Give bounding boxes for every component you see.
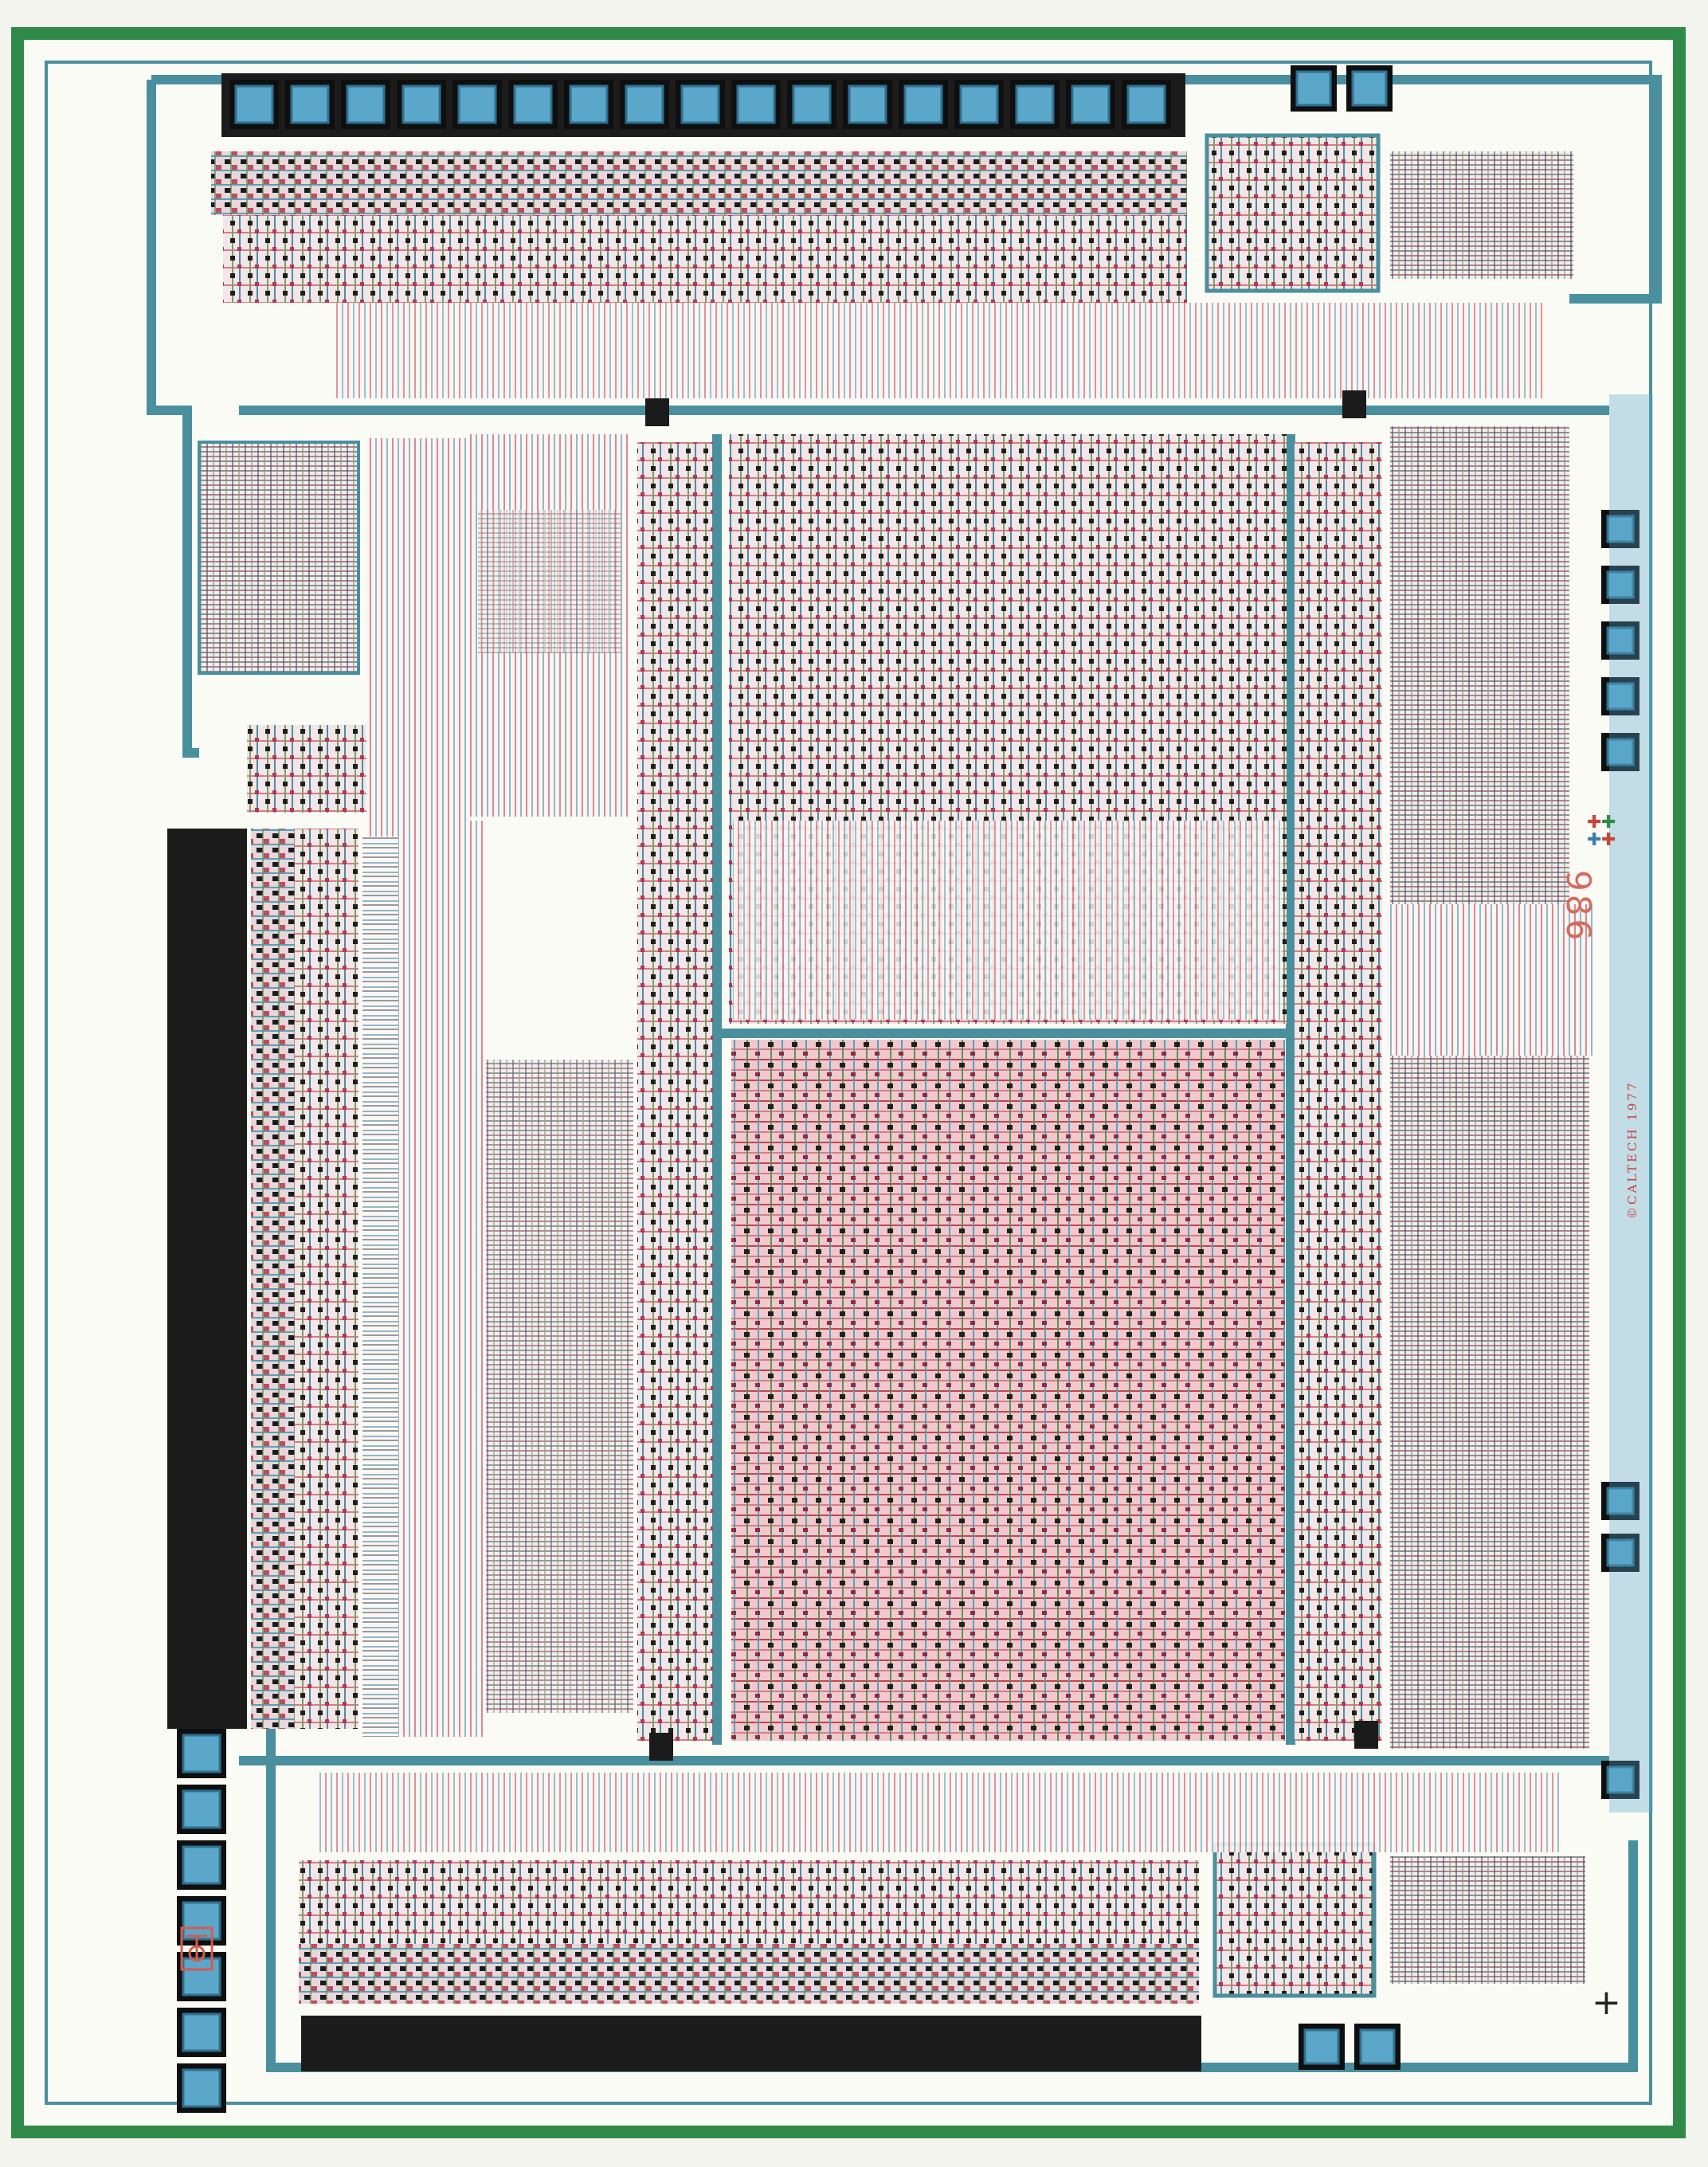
bond-pad-metal	[959, 84, 999, 124]
right-core-column	[1295, 442, 1382, 1741]
copyright-label: ©CALTECH 1977	[1625, 1080, 1639, 1219]
corner-block-tr	[1342, 390, 1366, 418]
bond-pad-metal	[182, 1901, 221, 1941]
bond-pad-metal	[903, 84, 943, 124]
bottom-driver-row	[299, 1944, 1199, 2004]
bottom-pad-strip	[301, 2016, 1201, 2071]
right-bus-wiring	[1386, 904, 1593, 1056]
top-right-grid	[1390, 151, 1573, 279]
bond-pad-metal	[1606, 515, 1635, 543]
bottom-right-grid	[1390, 1856, 1585, 1984]
corner-block-br	[1354, 1721, 1378, 1749]
bond-pad-metal	[290, 84, 330, 124]
bond-pad-metal	[182, 1845, 221, 1885]
bottom-right-control	[1212, 1842, 1377, 1998]
bond-pad-metal	[848, 84, 887, 124]
top-driver-row	[211, 151, 1187, 215]
shifter-block-overlay	[478, 510, 621, 653]
bond-pad-metal	[1295, 70, 1332, 107]
bond-pad-metal	[1015, 84, 1055, 124]
bond-pad-metal	[457, 84, 497, 124]
bond-pad-metal	[1606, 1487, 1635, 1515]
bond-pad-metal	[1606, 682, 1635, 711]
bond-pad-metal	[736, 84, 776, 124]
bond-pad-metal	[182, 2012, 221, 2052]
right-decoder-upper	[1390, 426, 1569, 904]
bond-pad-metal	[792, 84, 832, 124]
bond-pad-metal	[625, 84, 664, 124]
corner-block-tl	[645, 398, 669, 426]
bond-pad-metal	[1126, 84, 1166, 124]
bond-pad-metal	[1606, 1765, 1635, 1794]
bond-pad-metal	[1606, 738, 1635, 766]
right-power-strip	[1609, 394, 1653, 1812]
bond-pad-metal	[182, 2068, 221, 2108]
right-decoder-lower	[1390, 1056, 1589, 1749]
bond-pad-metal	[1071, 84, 1111, 124]
top-right-control	[1205, 133, 1381, 293]
bond-pad-metal	[1606, 570, 1635, 599]
left-vertical-wiring	[366, 438, 470, 837]
top-logic-row	[223, 215, 1187, 303]
part-number-label: 986	[1559, 870, 1598, 944]
memory-array	[731, 1040, 1285, 1741]
bond-pad-metal	[182, 1734, 221, 1773]
left-logic-column	[295, 829, 358, 1729]
frame-inner-border	[45, 61, 1652, 2105]
bond-pad-metal	[1303, 2028, 1340, 2065]
fiducial-cross-icon: +	[1592, 1982, 1621, 2023]
diagonal-wiring	[398, 821, 486, 1737]
bottom-fanout-wiring	[319, 1773, 1561, 1852]
bond-pad-metal	[569, 84, 609, 124]
shifter-block-lower	[478, 1060, 633, 1713]
bond-pad-metal	[1359, 2028, 1396, 2065]
bond-pad-metal	[680, 84, 720, 124]
top-fanout-wiring	[335, 303, 1545, 398]
datapath-wire-lower	[733, 821, 1283, 1020]
bond-pad-metal	[346, 84, 386, 124]
bond-pad-metal	[1606, 626, 1635, 655]
left-small-block	[247, 725, 366, 813]
bottom-logic-row	[299, 1860, 1199, 1944]
designer-logo	[180, 1926, 214, 1971]
left-core-column	[637, 442, 713, 1741]
left-register-block	[198, 441, 360, 675]
bond-pad-metal	[402, 84, 441, 124]
bond-pad-metal	[182, 1957, 221, 1997]
left-pad-strip	[167, 829, 247, 1729]
bond-pad-metal	[1606, 1538, 1635, 1567]
left-driver-column	[251, 829, 295, 1729]
bond-pad-metal	[513, 84, 553, 124]
corner-block-bl	[649, 1733, 673, 1761]
bond-pad-metal	[1351, 70, 1388, 107]
bond-pad-metal	[234, 84, 274, 124]
bond-pad-metal	[182, 1789, 221, 1829]
registration-marks: ✚✚ ✚✚	[1587, 813, 1616, 850]
